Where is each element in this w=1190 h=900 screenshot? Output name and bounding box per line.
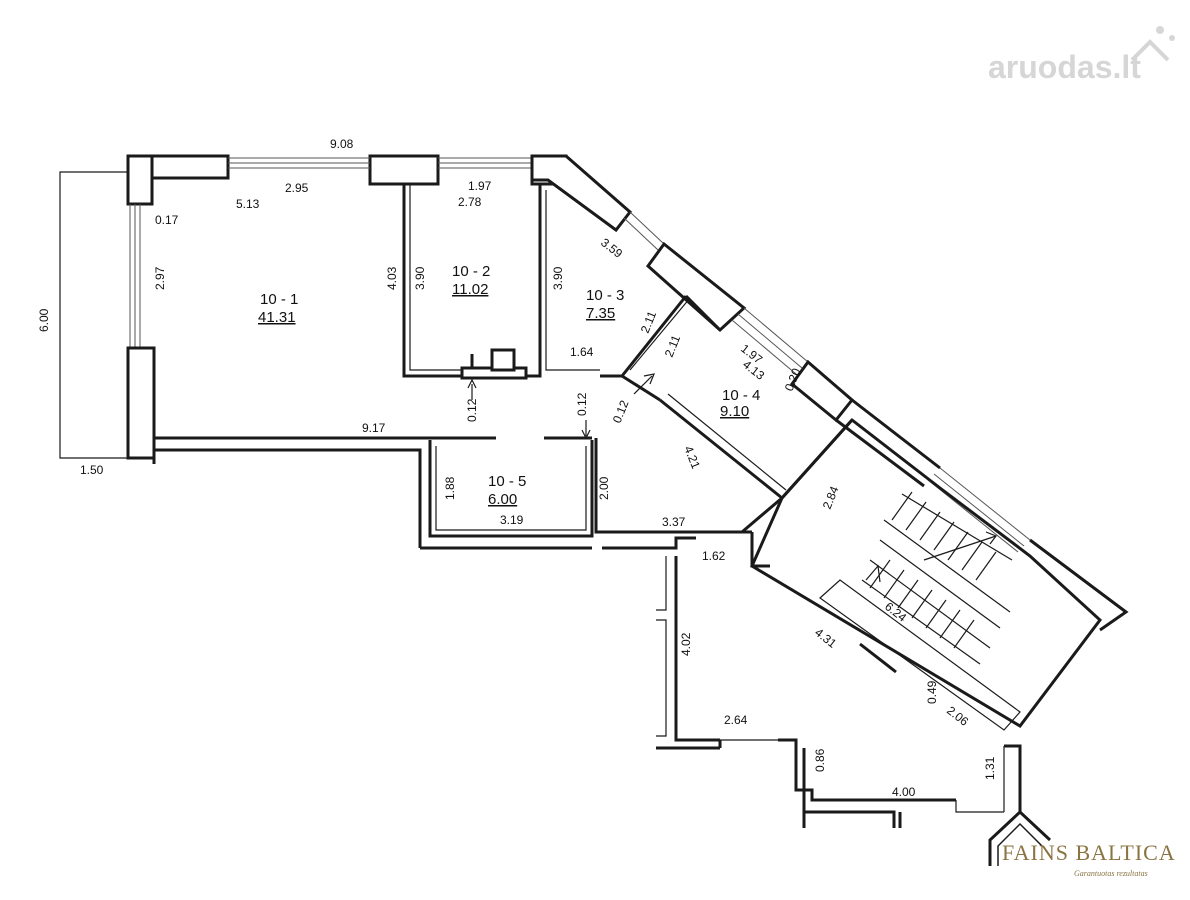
dim-label: 0.12	[575, 392, 589, 416]
logo-brand: FAINS BALTICA	[1002, 840, 1176, 865]
fains-baltica-logo: FAINS BALTICA Garantuotas rezultatas	[980, 809, 1176, 882]
dim-label: 9.17	[362, 421, 386, 435]
partitions	[402, 184, 854, 500]
room-10-5: 10 - 5 6.00	[488, 473, 526, 508]
dim-label: 0.12	[465, 398, 479, 422]
dim-label: 2.11	[662, 333, 684, 359]
room-id: 10 - 3	[586, 287, 624, 304]
dim-label: 2.95	[285, 181, 309, 195]
dim-label: 2.00	[597, 476, 611, 500]
corridor-walls	[152, 436, 783, 568]
room-id: 10 - 5	[488, 473, 526, 490]
dim-label: 2.64	[724, 713, 748, 727]
dim-label: 2.06	[944, 703, 971, 729]
dim-label: 4.13	[740, 357, 767, 383]
room-10-2: 10 - 2 11.02	[452, 263, 490, 298]
room-id: 10 - 1	[260, 291, 298, 308]
dimension-labels: 9.08 2.95 5.13 0.17 1.97 2.78 1.64 9.17 …	[37, 137, 997, 799]
dimension-arrows	[467, 373, 655, 440]
room-area: 6.00	[488, 491, 517, 508]
dim-label: 0.49	[925, 680, 939, 704]
dim-label: 1.62	[702, 549, 726, 563]
dim-label: 0.12	[610, 398, 632, 425]
watermark-house-icon	[1130, 26, 1175, 62]
dim-label: 4.31	[812, 625, 839, 651]
room-10-3: 10 - 3 7.35	[586, 287, 624, 322]
dim-label: 4.21	[681, 444, 703, 471]
left-wall	[126, 204, 156, 460]
dim-label: 4.00	[892, 785, 916, 799]
watermark-text: aruodas.lt	[988, 49, 1141, 85]
stair-core	[750, 417, 1103, 731]
room-10-4: 10 - 4 9.10	[720, 387, 760, 420]
room-area: 7.35	[586, 305, 615, 322]
dim-label: 0.86	[813, 748, 827, 772]
dim-label: 1.88	[443, 476, 457, 500]
room-id: 10 - 4	[722, 387, 760, 404]
dim-label: 2.97	[153, 266, 167, 290]
dim-label: 2.84	[820, 484, 842, 511]
lower-hall-walls	[656, 556, 1022, 828]
top-wall	[126, 154, 568, 206]
room-area: 41.31	[258, 309, 296, 326]
dim-label: 1.97	[468, 179, 492, 193]
dim-label: 3.59	[598, 235, 625, 261]
dim-label: 3.19	[500, 513, 524, 527]
room-area: 11.02	[452, 281, 488, 298]
dim-label: 4.03	[385, 266, 399, 290]
dim-label: 5.13	[236, 197, 260, 211]
dim-label: 1.31	[983, 756, 997, 780]
dim-label: 0.17	[155, 213, 179, 227]
stair-treads	[861, 491, 1013, 665]
balcony-outline	[59, 171, 128, 459]
dim-label: 1.64	[570, 345, 594, 359]
dim-label: 9.08	[330, 137, 354, 151]
room-id: 10 - 2	[452, 263, 490, 280]
dim-label: 3.90	[551, 266, 565, 290]
dim-label: 2.78	[458, 195, 482, 209]
room-10-1: 10 - 1 41.31	[258, 291, 298, 326]
room-area: 9.10	[720, 403, 749, 420]
dim-label: 3.90	[413, 266, 427, 290]
diagonal-wall	[530, 154, 1129, 632]
dim-label: 4.02	[679, 632, 693, 656]
dim-label: 1.50	[80, 463, 104, 477]
logo-tagline: Garantuotas rezultatas	[1074, 869, 1148, 878]
dim-label: 6.00	[37, 308, 51, 332]
dim-label: 3.37	[662, 515, 686, 529]
